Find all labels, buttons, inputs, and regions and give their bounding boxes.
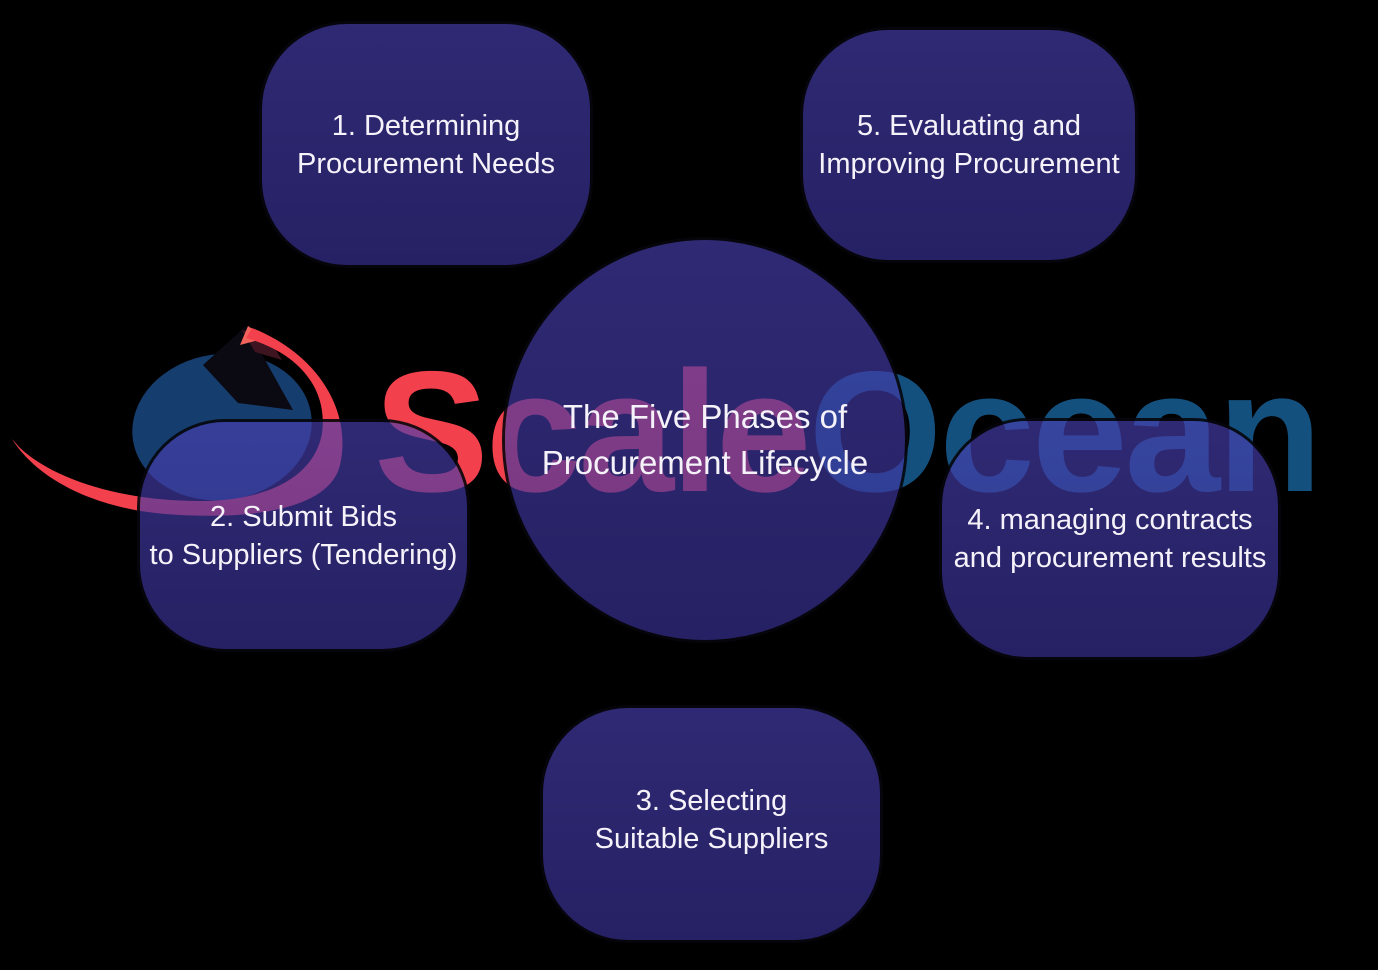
phase-box-1: 1. Determining Procurement Needs [262,24,590,265]
phase-box-4: 4. managing contracts and procurement re… [942,421,1278,657]
phase-3-label-line2: Suitable Suppliers [594,823,829,855]
center-title-line1: The Five Phases of [562,398,848,435]
phase-box-3: 3. Selecting Suitable Suppliers [543,708,880,940]
phase-5-label-line2: Improving Procurement [818,148,1120,180]
phase-5-label-line1: 5. Evaluating and [856,110,1082,142]
phase-1-label-line1: 1. Determining [331,109,521,142]
center-title-line2: Procurement Lifecycle [541,444,869,481]
center-circle: The Five Phases of Procurement Lifecycle [505,240,905,640]
phase-4-label-line2: and procurement results [953,542,1267,574]
phase-box-2: 2. Submit Bids to Suppliers (Tendering) [140,422,467,649]
phase-2-label-line2: to Suppliers (Tendering) [149,538,458,571]
phase-4-label-line1: 4. managing contracts [967,504,1253,536]
phase-3-label-line1: 3. Selecting [635,785,788,817]
phase-box-5: 5. Evaluating and Improving Procurement [803,30,1135,260]
phase-1-label-line2: Procurement Needs [297,147,555,180]
logo-wedge-icon [203,326,293,410]
phase-2-label-line1: 2. Submit Bids [210,500,397,533]
